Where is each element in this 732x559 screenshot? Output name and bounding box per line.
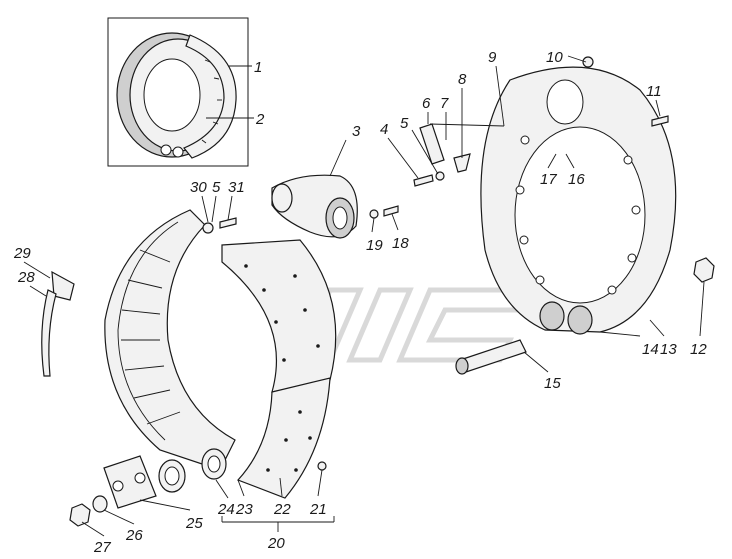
callout-10: 10 [546,49,563,66]
callout-31: 31 [228,179,245,196]
callout-11: 11 [646,83,662,100]
small-fasteners [202,56,669,471]
pivot-pin [455,339,527,375]
leader-lines [23,55,705,537]
callout-14: 14 [642,341,659,358]
callout-16: 16 [568,171,585,188]
callout-5-left: 5 [212,179,221,196]
callout-5-right: 5 [400,115,409,132]
callout-24: 24 [217,501,235,518]
callout-2: 2 [255,111,265,128]
callout-23: 23 [235,501,253,518]
backing-plate [480,66,677,335]
callout-8: 8 [458,71,467,88]
callout-labels: 1 2 3 4 5 5 6 7 8 9 10 11 12 13 14 15 16… [13,49,707,556]
bushings [158,448,227,493]
callout-19: 19 [366,237,383,254]
callout-29: 29 [13,245,31,262]
callout-1: 1 [254,59,262,76]
callout-6: 6 [422,95,431,112]
callout-3: 3 [352,123,361,140]
brake-shoe [104,209,236,471]
callout-22: 22 [273,501,291,518]
callout-30: 30 [190,179,207,196]
callout-27: 27 [93,539,111,556]
callout-21: 21 [309,501,327,518]
nut-and-washer [69,257,715,527]
callout-25: 25 [185,515,203,532]
callout-7: 7 [440,95,449,112]
callout-20: 20 [267,535,285,552]
callout-13: 13 [660,341,677,358]
callout-12: 12 [690,341,707,358]
adjuster-parts [419,123,471,173]
callout-15: 15 [544,375,561,392]
inset-assembled-brake [107,17,249,167]
callout-18: 18 [392,235,409,252]
brake-lining [221,239,337,499]
anchor-plate [103,455,157,509]
callout-4: 4 [380,121,388,138]
callout-9: 9 [488,49,497,66]
callout-28: 28 [17,269,35,286]
callout-26: 26 [125,527,143,544]
wheel-cylinder [271,174,358,239]
callout-17: 17 [540,171,557,188]
cam-lever-grip [41,270,75,377]
